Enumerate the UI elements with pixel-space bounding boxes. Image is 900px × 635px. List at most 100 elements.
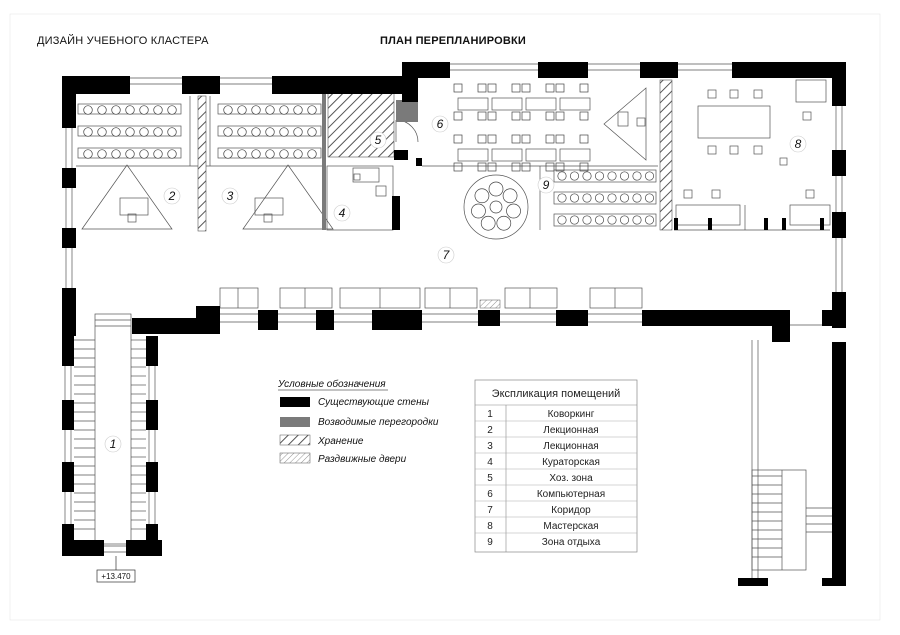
- lecture-seat: [307, 105, 317, 115]
- lecture-stage-2: [81, 164, 173, 230]
- computer-desk: [559, 148, 591, 162]
- computer-desk: [525, 97, 557, 111]
- computer-chair: [487, 83, 497, 93]
- legend-label-sliding: Раздвижные двери: [318, 454, 407, 465]
- explication-row-name: Мастерская: [543, 521, 598, 532]
- svg-text:1: 1: [110, 437, 117, 451]
- svg-text:5: 5: [375, 133, 382, 147]
- computer-chair: [453, 111, 463, 121]
- explication-row-number: 5: [487, 473, 493, 484]
- lecture-seat: [265, 127, 275, 137]
- lecture-seat: [111, 127, 121, 137]
- legend-swatch-storage: [279, 434, 311, 446]
- room-number-2: 2: [163, 187, 181, 205]
- rest-seat: [644, 171, 655, 181]
- rest-seat: [644, 193, 655, 203]
- computer-chair: [453, 162, 463, 172]
- lecture-seat: [279, 105, 289, 115]
- rest-seat: [569, 171, 580, 181]
- lecture-seat: [265, 105, 275, 115]
- computer-chair: [579, 83, 589, 93]
- round-table-seat: [471, 203, 486, 219]
- lecture-seat: [223, 105, 233, 115]
- lecture-seat: [153, 149, 163, 159]
- computer-chair: [579, 111, 589, 121]
- storage-area: [327, 92, 395, 158]
- lecture-seats: [83, 105, 317, 159]
- rest-seat: [632, 171, 642, 181]
- computer-chair: [521, 134, 531, 144]
- computer-chair: [579, 134, 589, 144]
- sliding-door: [479, 299, 501, 309]
- lecture-seat: [307, 149, 317, 159]
- rest-seat: [607, 193, 617, 203]
- lecture-desk-3: [254, 197, 284, 216]
- lecture-seat: [97, 105, 107, 115]
- computer-stage: [603, 87, 647, 161]
- rest-seat: [594, 193, 605, 203]
- room-number-7: 7: [437, 246, 455, 264]
- lecture-desk-2: [119, 197, 149, 216]
- computer-chair: [545, 162, 555, 172]
- computer-desks: [453, 83, 591, 172]
- lecture-seat: [237, 105, 247, 115]
- rest-seat: [569, 215, 580, 225]
- computer-chair: [487, 111, 497, 121]
- lecture-seat: [251, 127, 261, 137]
- lecture-seat: [139, 127, 149, 137]
- rest-seat: [619, 215, 630, 225]
- computer-chair: [477, 134, 487, 144]
- lecture-seat: [251, 105, 261, 115]
- lecture-seat: [125, 105, 135, 115]
- computer-chair: [511, 134, 521, 144]
- lecture-seat: [237, 149, 247, 159]
- storage-shelf: [197, 95, 207, 232]
- lecture-seat: [293, 149, 303, 159]
- computer-desk: [559, 97, 591, 111]
- room-number-1: 1: [104, 435, 122, 453]
- rest-seat: [557, 215, 567, 225]
- computer-chair: [511, 83, 521, 93]
- computer-chair: [511, 162, 521, 172]
- round-table-seat: [488, 181, 504, 197]
- round-table-seat: [506, 203, 521, 219]
- computer-desk: [491, 148, 523, 162]
- lecture-seat: [83, 105, 93, 115]
- round-table-seat: [474, 188, 490, 204]
- rest-seat: [607, 215, 617, 225]
- lecture-seat: [223, 149, 233, 159]
- lecture-seat: [111, 149, 121, 159]
- rest-seat: [582, 215, 592, 225]
- round-table-seat: [480, 215, 496, 231]
- lecture-seat: [293, 127, 303, 137]
- elevation-text: +13.470: [101, 572, 131, 581]
- computer-chair: [453, 83, 463, 93]
- explication-row-number: 6: [487, 489, 493, 500]
- room-number-8: 8: [789, 135, 807, 153]
- computer-chair: [521, 162, 531, 172]
- svg-text:3: 3: [227, 189, 234, 203]
- workshop-table: [697, 105, 771, 139]
- lecture-seat: [139, 105, 149, 115]
- lecture-seat: [97, 127, 107, 137]
- explication-row-number: 4: [487, 457, 493, 468]
- computer-desk: [491, 97, 523, 111]
- rest-seat: [582, 193, 592, 203]
- round-table: [463, 174, 529, 240]
- computer-chair: [477, 162, 487, 172]
- sheet-title-left: ДИЗАЙН УЧЕБНОГО КЛАСТЕРА: [37, 35, 209, 47]
- legend-label-partitions: Возводимые перегородки: [318, 417, 439, 428]
- computer-desk: [457, 148, 489, 162]
- explication-row-name: Коридор: [551, 505, 591, 516]
- rest-seat: [569, 193, 580, 203]
- computer-chair: [477, 111, 487, 121]
- lecture-seat: [265, 149, 275, 159]
- sheet-title-center: ПЛАН ПЕРЕПЛАНИРОВКИ: [380, 35, 527, 47]
- lecture-seat: [83, 149, 93, 159]
- svg-text:7: 7: [443, 248, 451, 262]
- lecture-seat: [83, 127, 93, 137]
- lecture-seat: [153, 105, 163, 115]
- computer-chair: [555, 134, 565, 144]
- existing-walls: [62, 62, 846, 586]
